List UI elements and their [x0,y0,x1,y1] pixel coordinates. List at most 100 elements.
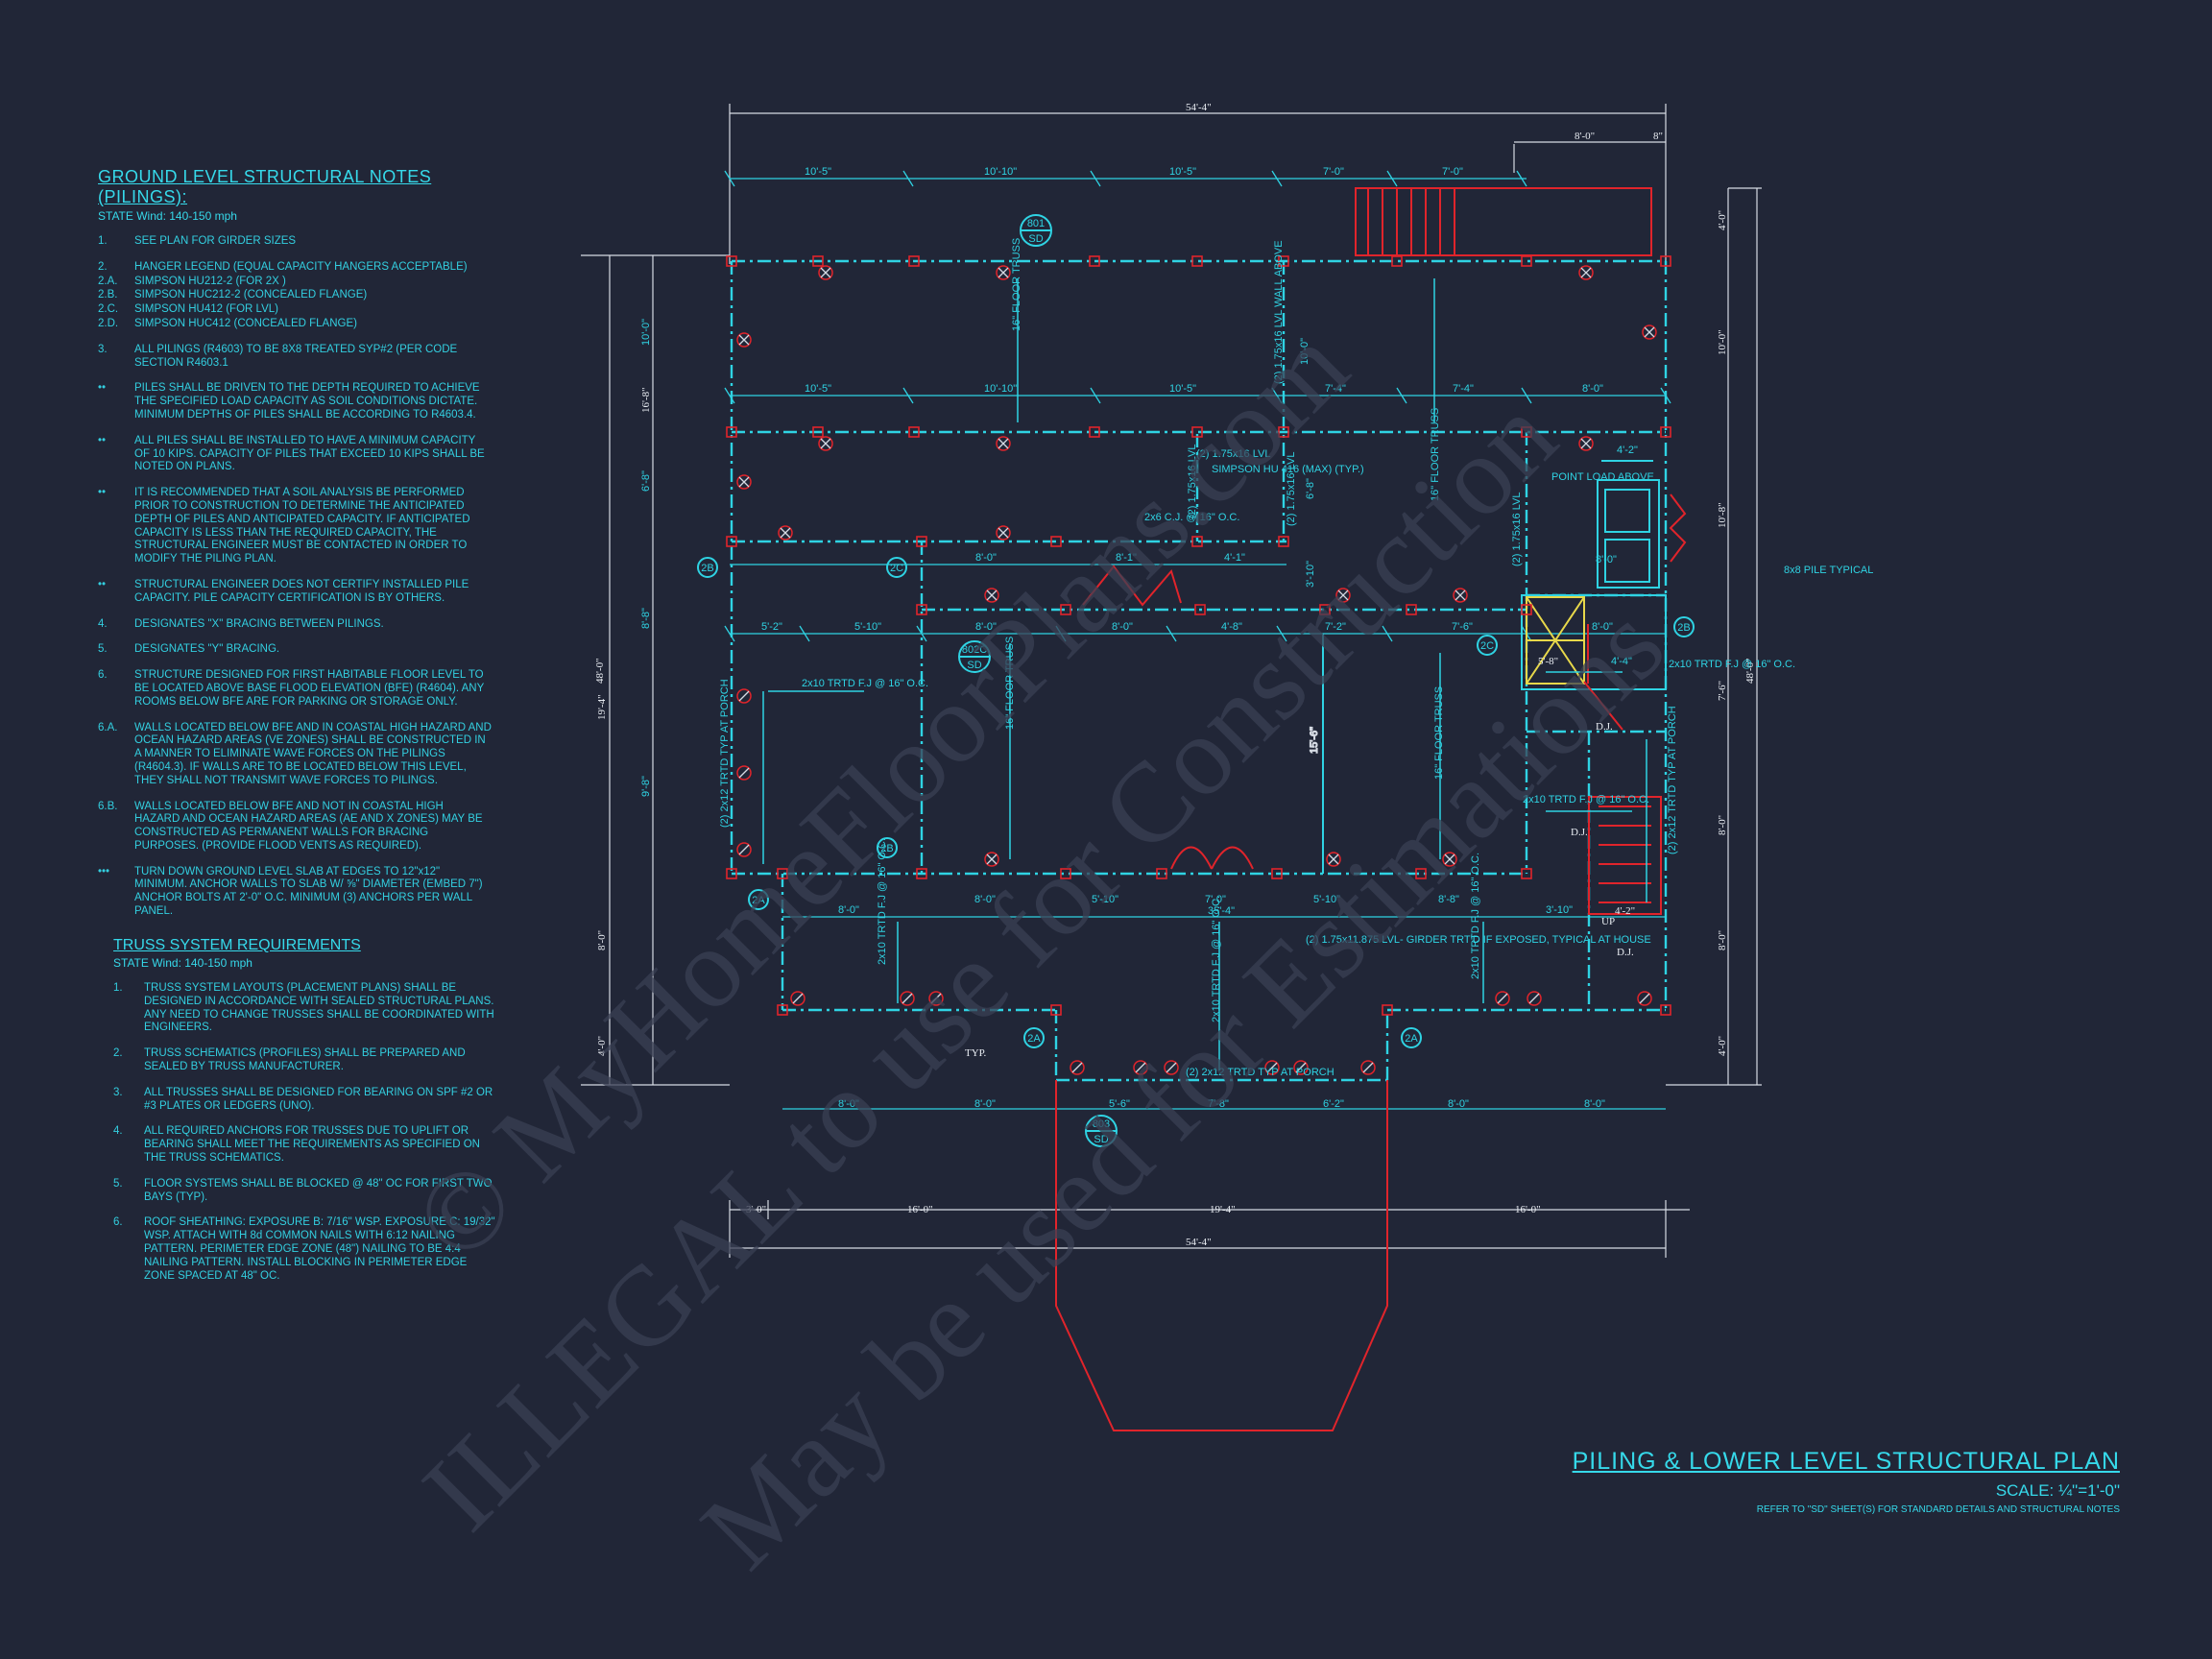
pile-marker [1319,604,1331,615]
pile-marker [1521,426,1532,438]
pile-marker [726,255,737,267]
dim-overall-right: 48'-0" [1744,658,1756,684]
y-bracing-marker [736,688,752,704]
pile-marker [1660,1004,1671,1016]
x-bracing-marker [1578,265,1594,280]
pile-marker [1050,1004,1062,1016]
label-typ-porch-left: (2) 2x12 TRTD TYP AT PORCH [719,679,731,828]
pile-marker [1660,426,1671,438]
pile-marker [1191,426,1203,438]
note-item: ••ALL PILES SHALL BE INSTALLED TO HAVE A… [98,435,492,474]
lower-dim-5: 6'-2" [1323,1098,1344,1110]
pile-marker [726,868,737,879]
truss-item: 3.ALL TRUSSES SHALL BE DESIGNED FOR BEAR… [113,1087,497,1114]
pile-marker [1089,426,1100,438]
label-trtd-fj-2: 2x10 TRTD F.J @ 16" O.C. [1669,659,1795,670]
x-bracing-marker [1578,436,1594,451]
truss-wind: STATE Wind: 140-150 mph [113,956,252,970]
dimension-ticks [724,170,1671,642]
right-dim-6: 8'-0" [1717,930,1728,950]
dim-overall-bottom: 54'-4" [1186,1237,1212,1248]
top-dimensions: 10'-5" 10'-10" 10'-5" 7'-0" 7'-0" 10'-5"… [730,166,1666,635]
note-item: ••PILES SHALL BE DRIVEN TO THE DEPTH REQ… [98,382,492,421]
left-dim-1: 16'-8" [640,387,652,413]
lower-dim-2: 8'-0" [974,1098,996,1110]
y-bracing-marker [1360,1060,1376,1075]
row4-dim-7: 7'-6" [1452,621,1473,633]
porch-dim-7: 3'-10" [1546,904,1573,916]
pile-marker [1521,868,1532,879]
truss-requirements: TRUSS SYSTEM REQUIREMENTS STATE Wind: 14… [113,937,497,1283]
label-hanger: SIMPSON HU 416 (MAX) (TYP.) [1212,464,1364,475]
y-bracing-marker [1293,1060,1309,1075]
x-bracing-marker [778,525,793,541]
label-typ: TYP. [965,1047,987,1059]
label-dim-6-8: 6'-8" [1305,478,1316,499]
top-dim-2: 10'-10" [984,166,1017,178]
red-elements [1055,187,1687,1431]
svg-text:2C: 2C [890,563,903,574]
tag-2c-1: 2C [886,557,907,578]
tag-2b-3: 2B [877,837,898,858]
house-outline [730,259,1668,1010]
note-item-text: IT IS RECOMMENDED THAT A SOIL ANALYSIS B… [134,487,470,565]
y-bracing-marker [1164,1060,1179,1075]
porch-outline: 8'-0" 8'-0" 5'-10" 7'-0" 5'-10" 8'-8" 3'… [746,874,1666,1215]
label-pile: 8x8 PILE TYPICAL [1784,565,1873,576]
row2-dim-3: 10'-5" [1169,383,1196,395]
y-bracing-marker [1070,1060,1085,1075]
label-typ-porch-right: (2) 2x12 TRTD TYP AT PORCH [1667,706,1678,854]
row3-dim-2: 8'-1" [1116,552,1137,564]
pile-marker [1660,255,1671,267]
label-dim-3-10: 3'-10" [1305,561,1316,588]
note-item: 6.STRUCTURE DESIGNED FOR FIRST HABITABLE… [98,669,492,709]
label-dim-4-2b: 4'-2" [1615,905,1635,917]
x-bracing-marker [1335,588,1351,603]
tag-803-sd: 803 SD [1085,1115,1118,1147]
label-dim-4-4: 4'-4" [1611,656,1632,667]
note-item-text: DESIGNATES "Y" BRACING. [134,643,280,656]
svg-text:2A: 2A [752,895,765,906]
note-item: 6.B.WALLS LOCATED BELOW BFE AND NOT IN C… [98,801,492,854]
row3-dim-1: 8'-0" [975,552,997,564]
note-item: 2.D.SIMPSON HUC412 (CONCEALED FLANGE) [98,318,492,331]
interior-structure [1521,460,1667,690]
y-bracing-marker [1637,991,1652,1006]
pile-marker [1278,255,1289,267]
bottom-dim-1: 3'-0" [746,1204,766,1215]
note-item-text: ALL PILES SHALL BE INSTALLED TO HAVE A M… [134,434,485,473]
note-item: 1.SEE PLAN FOR GIRDER SIZES [98,235,492,249]
note-item-number: 2. [98,260,108,273]
y-bracing-marker [1495,991,1510,1006]
x-bracing-marker [1442,852,1457,867]
note-item-number: ••• [98,865,110,878]
note-item: 4.DESIGNATES "X" BRACING BETWEEN PILINGS… [98,618,492,632]
right-dim-5: 8'-0" [1717,815,1728,835]
top-dim-5: 7'-0" [1442,166,1463,178]
truss-item-number: 4. [113,1125,123,1138]
pile-marker [916,536,927,547]
tag-2b-2: 2B [1673,616,1695,637]
label-floor-truss-1: 16" FLOOR TRUSS [1011,238,1022,331]
dim-overall-top: 54'-4" [1186,102,1212,113]
svg-text:2C: 2C [1480,640,1494,652]
svg-text:2A: 2A [1027,1033,1041,1045]
x-bracing-marker [996,436,1011,451]
tag-2b-1: 2B [697,557,718,578]
note-item-text: SEE PLAN FOR GIRDER SIZES [134,235,297,247]
pile-marker [1406,604,1417,615]
note-item-text: WALLS LOCATED BELOW BFE AND IN COASTAL H… [134,721,492,786]
pile-marker [1382,1004,1393,1016]
notes-heading: GROUND LEVEL STRUCTURAL NOTES (PILINGS): [98,167,432,206]
pile-marker [726,426,737,438]
truss-item-text: TRUSS SYSTEM LAYOUTS (PLACEMENT PLANS) S… [144,982,494,1034]
note-item: 6.A.WALLS LOCATED BELOW BFE AND IN COAST… [98,722,492,788]
label-point-load: POINT LOAD ABOVE [1551,471,1654,483]
pile-marker [1089,255,1100,267]
right-dim-2: 10'-0" [1717,329,1728,355]
pile-marker [726,536,737,547]
x-bracing-marker [1326,852,1341,867]
pile-marker [1521,604,1532,615]
pile-marker [1060,868,1071,879]
row2-dim-4: 7'-4" [1325,383,1346,395]
